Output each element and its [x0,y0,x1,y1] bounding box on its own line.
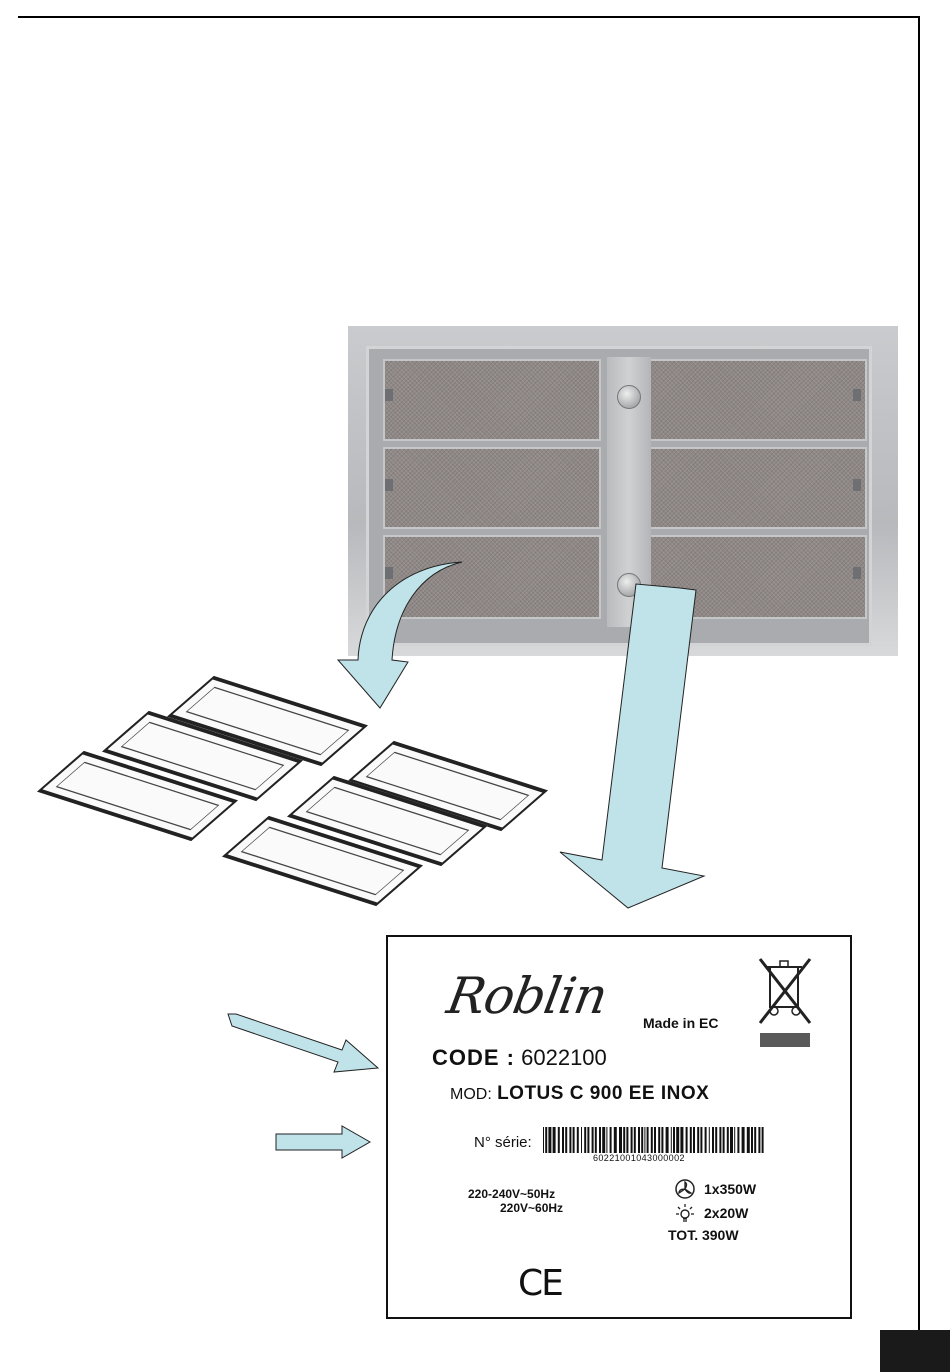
code-row: CODE : 6022100 [432,1045,607,1071]
barcode-bar [595,1127,597,1153]
barcode-bar [730,1127,733,1153]
barcode-bar [686,1127,688,1153]
code-value: 6022100 [521,1045,607,1070]
voltage-60hz: 220V~60Hz [500,1201,563,1215]
barcode-bar [565,1127,567,1153]
total-power: TOT. 390W [668,1227,739,1243]
barcode-bar [626,1127,628,1153]
barcode-bar [658,1127,660,1153]
serial-label: N° série: [474,1134,532,1151]
barcode-bar [577,1127,579,1153]
barcode-bar [727,1127,729,1153]
voltage-50hz: 220-240V~50Hz [468,1187,555,1201]
barcode-bar [758,1127,760,1153]
barcode-bar [673,1127,675,1153]
fan-icon [674,1178,696,1200]
barcode-bar [581,1127,582,1153]
barcode-bar [690,1127,692,1153]
light-power: 2x20W [704,1205,748,1221]
barcode-bar [697,1127,699,1153]
rating-label: Roblin Made in EC CODE : 6022100 MOD: LO… [386,935,852,1319]
code-label: CODE : [432,1045,515,1070]
curved-arrow-icon [338,562,462,708]
bulb-icon [674,1202,696,1224]
barcode-bar [602,1127,605,1153]
barcode-bar [543,1127,544,1153]
motor-power: 1x350W [704,1181,756,1197]
barcode-bar [631,1127,633,1153]
barcode-bar [705,1127,707,1153]
pointer-arrow-code-icon [228,1014,378,1072]
model-label: MOD: [450,1086,492,1103]
barcode-bar [709,1127,710,1153]
barcode-bar [634,1127,636,1153]
barcode-bar [751,1127,753,1153]
barcode-bar [762,1127,764,1153]
barcode-bar [680,1127,683,1153]
barcode-bar [754,1127,756,1153]
barcode-bar [644,1127,645,1153]
brand-logo: Roblin [443,967,611,1025]
barcode-bar [573,1127,575,1153]
barcode-bar [569,1127,571,1153]
model-value: LOTUS C 900 EE INOX [497,1083,709,1104]
barcode-bar [723,1127,725,1153]
barcode-bar [592,1127,594,1153]
barcode-bar [719,1127,721,1153]
barcode-bar [638,1127,640,1153]
barcode-bar [661,1127,663,1153]
barcode-bar [545,1127,547,1153]
down-arrow-icon [560,584,704,908]
barcode-bar [734,1127,735,1153]
barcode-bar [562,1127,564,1153]
barcode-bar [671,1127,672,1153]
barcode-bar [700,1127,702,1153]
ce-mark: CE [518,1263,562,1304]
weee-bar [760,1033,810,1047]
barcode-bar [654,1127,656,1153]
barcode-bar [693,1127,695,1153]
barcode-bar [747,1127,750,1153]
barcode-bar [676,1127,679,1153]
barcode-bar [614,1127,617,1153]
barcode-bar [712,1127,714,1153]
barcode-bar [548,1127,551,1153]
barcode-bar [584,1127,586,1153]
barcode-bar [587,1127,589,1153]
serial-number: 60221001043000002 [593,1153,685,1163]
barcode-bar [619,1127,622,1153]
barcode-bar [606,1127,607,1153]
barcode-bar [623,1127,625,1153]
barcode-bar [610,1127,612,1153]
barcode-bar [599,1127,601,1153]
made-in-text: Made in EC [643,1015,718,1031]
barcode-bar [641,1127,643,1153]
weee-bin-icon [756,953,814,1031]
pointer-arrow-serial-icon [276,1126,370,1158]
barcode-bar [666,1127,669,1153]
barcode-bar [742,1127,745,1153]
barcode-bar [558,1127,560,1153]
barcode-bar [651,1127,653,1153]
barcode-bar [737,1127,739,1153]
barcode-bar [715,1127,717,1153]
barcode [543,1127,765,1153]
barcode-bar [647,1127,649,1153]
barcode-bar [553,1127,556,1153]
model-row: MOD: LOTUS C 900 EE INOX [450,1083,709,1105]
page-corner-tab [880,1330,950,1372]
